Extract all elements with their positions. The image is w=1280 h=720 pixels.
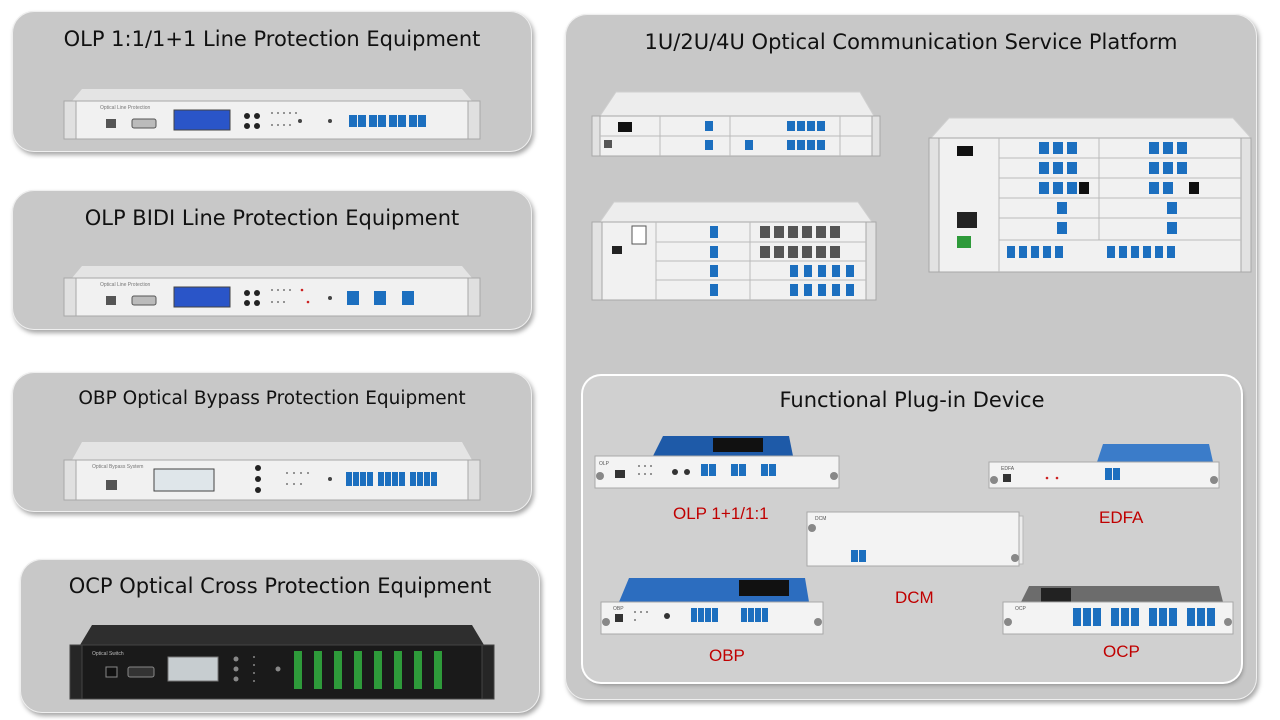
olp-1-1-panel: OLP 1:1/1+1 Line Protection Equipment Op… — [12, 11, 532, 152]
olp-plugin-label: OLP 1+1/1:1 — [673, 504, 769, 523]
edfa-plugin-label: EDFA — [1099, 508, 1144, 527]
obp-device-text: Optical Bypass System — [92, 464, 143, 470]
platform-panel: 1U/2U/4U Optical Communication Service P… — [565, 14, 1257, 700]
chassis-1u-image — [590, 88, 882, 160]
obp-plugin-label: OBP — [709, 646, 745, 665]
chassis-2u-image — [590, 198, 878, 302]
dcm-plugin-label: DCM — [895, 588, 934, 607]
edfa-card-image: EDFA — [987, 442, 1223, 492]
olp-card-text: OLP — [599, 461, 610, 467]
ocp-plugin-label: OCP — [1103, 642, 1140, 661]
olp-card-image: OLP — [593, 432, 843, 492]
chassis-4u-image — [927, 116, 1255, 274]
plugin-title: Functional Plug-in Device — [779, 388, 1045, 412]
dcm-module-text: DCM — [815, 516, 826, 522]
olp-bidi-title: OLP BIDI Line Protection Equipment — [84, 206, 460, 230]
dcm-module-image: DCM — [805, 506, 1027, 570]
platform-title: 1U/2U/4U Optical Communication Service P… — [644, 30, 1178, 54]
ocp-card-text: OCP — [1015, 606, 1027, 612]
ocp-device-image: Optical Switch — [68, 621, 496, 707]
obp-card-text: OBP — [613, 606, 624, 612]
plugin-panel: Functional Plug-in Device OLP OLP 1+1/1:… — [583, 376, 1241, 682]
obp-panel: OBP Optical Bypass Protection Equipment … — [12, 372, 532, 512]
olp-1-1-title: OLP 1:1/1+1 Line Protection Equipment — [63, 27, 481, 51]
olp-1-1-device-image: Optical Line Protection — [62, 79, 482, 145]
olp-bidi-device-image: Optical Line Protection — [62, 256, 482, 322]
obp-card-image: OBP — [599, 572, 825, 638]
olp-1-1-device-text: Optical Line Protection — [100, 105, 151, 111]
obp-title: OBP Optical Bypass Protection Equipment — [78, 388, 466, 409]
ocp-device-text: Optical Switch — [92, 651, 124, 657]
ocp-panel: OCP Optical Cross Protection Equipment O… — [20, 559, 540, 713]
ocp-card-image: OCP — [1001, 582, 1235, 638]
edfa-card-text: EDFA — [1001, 466, 1015, 472]
ocp-title: OCP Optical Cross Protection Equipment — [68, 574, 492, 598]
olp-bidi-device-text: Optical Line Protection — [100, 282, 151, 288]
olp-bidi-panel: OLP BIDI Line Protection Equipment Optic… — [12, 190, 532, 330]
obp-device-image: Optical Bypass System — [62, 436, 482, 506]
